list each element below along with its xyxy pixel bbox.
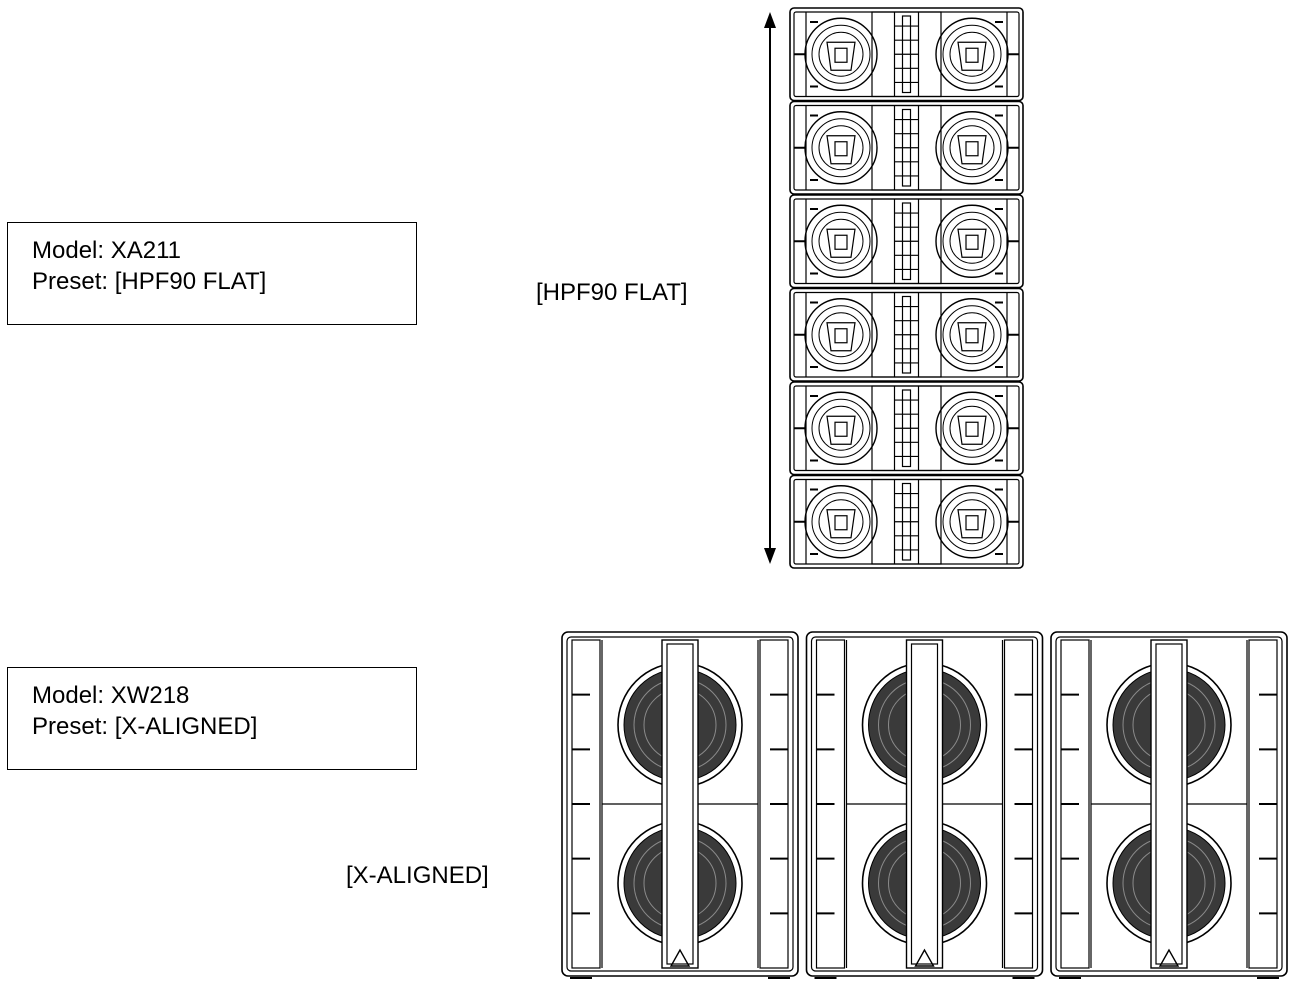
xw218-preset-label: Preset: [X-ALIGNED]: [32, 713, 258, 740]
line-array-preset-label: [HPF90 FLAT]: [536, 279, 688, 306]
line-array-cabinet-icon: [789, 287, 1024, 382]
xa211-info-box: Model: XA211 Preset: [HPF90 FLAT]: [7, 222, 417, 325]
line-array-cabinet-icon: [789, 194, 1024, 289]
xa211-model-label: Model: XA211: [32, 237, 181, 264]
xw218-info-box: Model: XW218 Preset: [X-ALIGNED]: [7, 667, 417, 770]
line-array-cabinet-icon: [789, 100, 1024, 195]
line-array-cabinet-icon: [789, 381, 1024, 476]
line-array-cabinet-icon: [789, 7, 1024, 102]
double-headed-arrow-icon: [764, 12, 776, 564]
subwoofer-cabinet-icon: [805, 631, 1044, 979]
xa211-preset-label: Preset: [HPF90 FLAT]: [32, 268, 267, 295]
subwoofer-cabinet-icon: [561, 631, 799, 979]
subwoofer-cabinet-icon: [1050, 631, 1288, 979]
xw218-model-label: Model: XW218: [32, 682, 190, 709]
subwoofer-preset-label: [X-ALIGNED]: [346, 862, 489, 889]
line-array-cabinet-icon: [789, 474, 1024, 569]
